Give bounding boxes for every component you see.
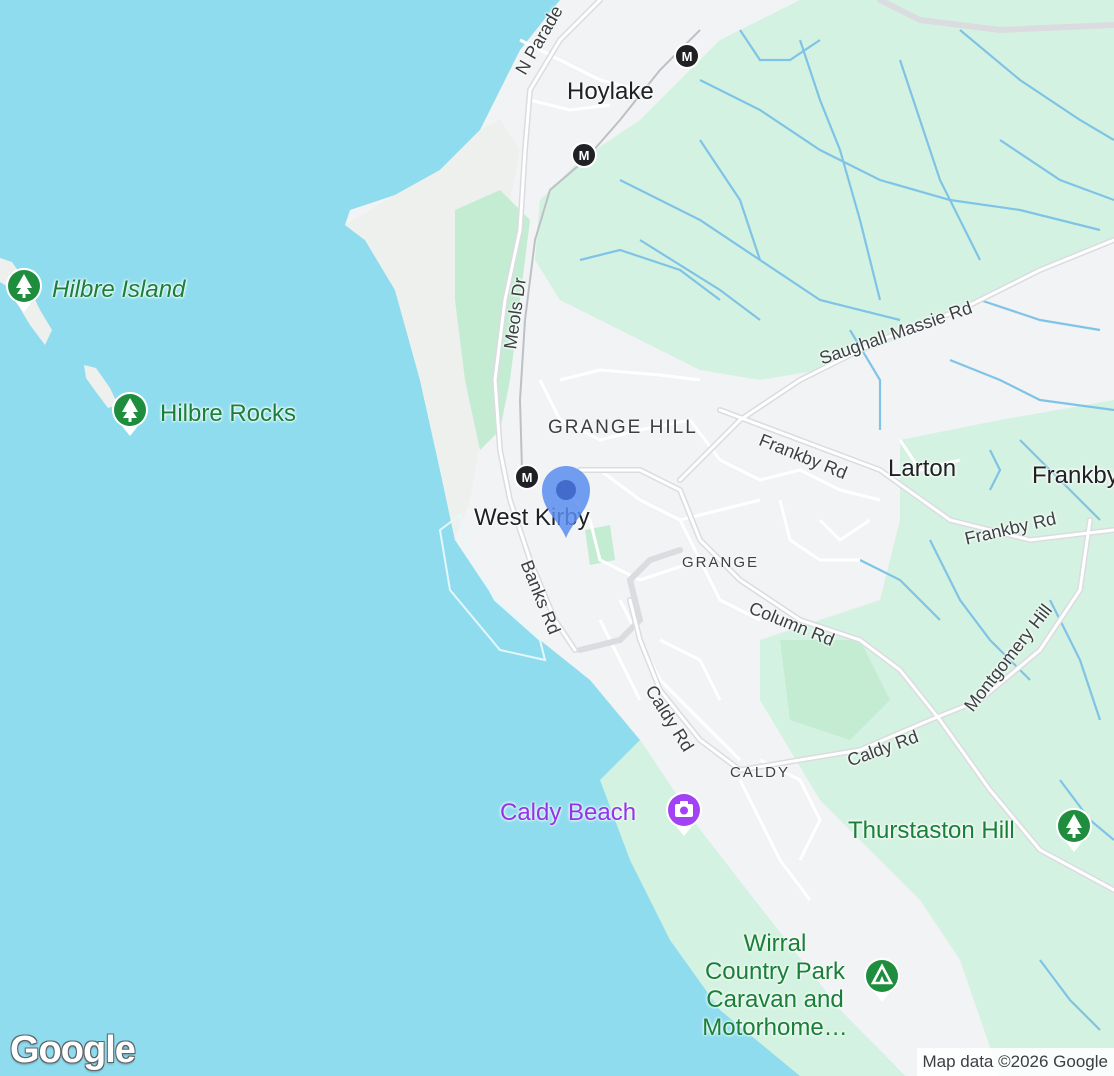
poi-label-hilbre-rocks[interactable]: Hilbre Rocks: [160, 400, 297, 427]
railway-line: [518, 29, 701, 471]
tent-icon[interactable]: [862, 956, 902, 1002]
place-label-grange-hill[interactable]: GRANGE HILL: [548, 417, 698, 438]
streams: [579, 29, 1114, 1031]
tree-icon[interactable]: [1054, 806, 1094, 852]
place-label-frankby[interactable]: Frankby: [1032, 462, 1114, 489]
hilbre-rocks-landmass: [84, 365, 118, 408]
major-roads-fill: [493, 0, 1114, 892]
place-label-larton[interactable]: Larton: [888, 455, 957, 482]
tree-icon[interactable]: [110, 390, 150, 436]
tree-icon[interactable]: [4, 266, 44, 312]
google-logo: Google: [10, 1029, 136, 1071]
poi-label-thurstaston-hill[interactable]: Thurstaston Hill: [848, 817, 1015, 844]
poi-label-line: Motorhome…: [702, 1014, 848, 1041]
poi-label-hilbre-island[interactable]: Hilbre Island: [52, 276, 186, 303]
poi-label-wirral-country-park[interactable]: Wirral Country Park Caravan and Motorhom…: [690, 930, 860, 1042]
location-pin-icon[interactable]: [540, 464, 592, 540]
train-station-icon[interactable]: M: [571, 142, 597, 168]
poi-label-caldy-beach[interactable]: Caldy Beach: [500, 799, 637, 826]
place-label-caldy[interactable]: CALDY: [730, 764, 791, 781]
minor-roads: [519, 38, 961, 901]
place-label-grange[interactable]: GRANGE: [682, 554, 760, 571]
marine-lake: [438, 513, 547, 662]
poi-label-line: Caravan and: [706, 986, 844, 1013]
park-area-north: [535, 0, 1114, 380]
park-area-links: [455, 190, 530, 450]
map-attribution[interactable]: Map data ©2026 Google: [916, 1048, 1114, 1076]
camera-icon[interactable]: [664, 790, 704, 836]
park-area-caldy: [780, 640, 890, 740]
park-area-east: [760, 400, 1114, 1076]
place-label-hoylake[interactable]: Hoylake: [567, 78, 654, 105]
train-station-icon[interactable]: M: [674, 43, 700, 69]
train-station-icon[interactable]: M: [514, 464, 540, 490]
poi-label-line: Wirral: [743, 930, 807, 957]
poi-label-line: Country Park: [704, 958, 846, 985]
